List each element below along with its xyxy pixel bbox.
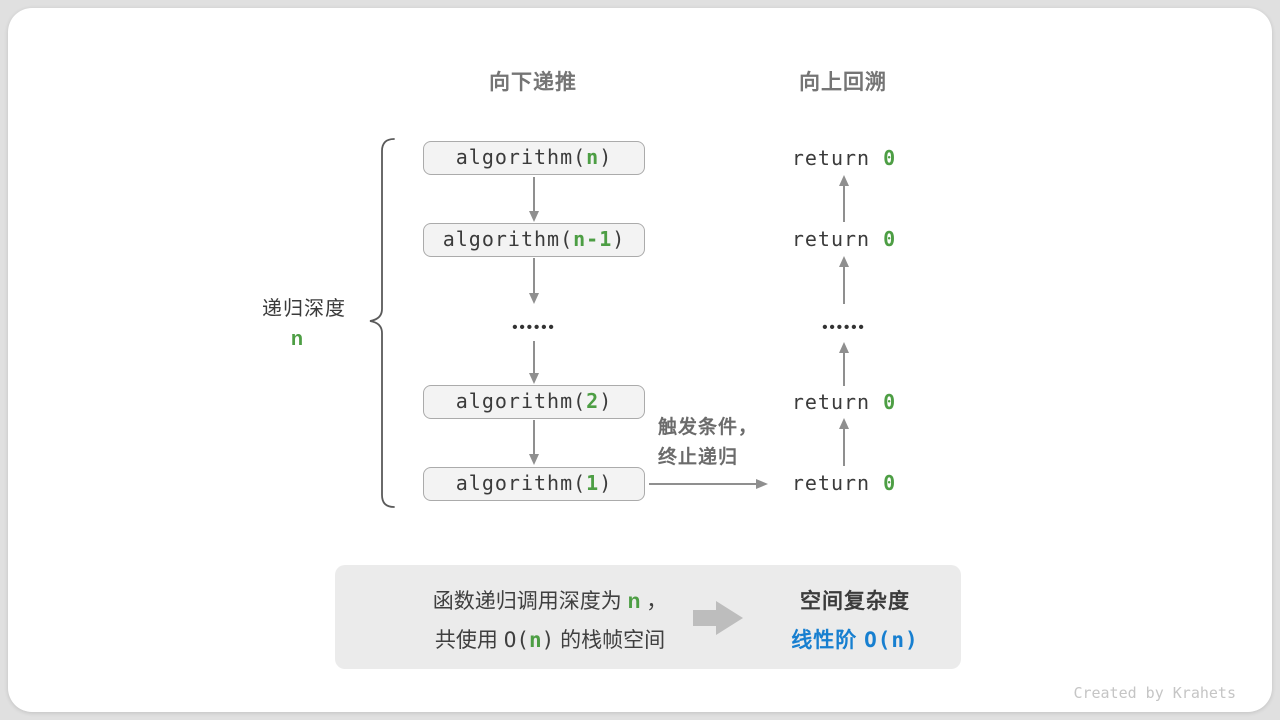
credit-text: Created by Krahets: [1073, 684, 1236, 702]
up-arrow-1: [838, 175, 850, 222]
space-complexity-value: 线性阶 O(n): [791, 628, 919, 652]
down-arrow-2: [528, 258, 540, 304]
implies-arrow-icon: [693, 601, 743, 635]
call-stack-ellipsis: ••••••: [512, 319, 556, 336]
recursion-depth-brace: [369, 138, 395, 508]
trigger-condition-line2: 终止递归: [658, 447, 739, 468]
return-row-2: return 0: [791, 227, 897, 251]
up-arrow-4: [838, 418, 850, 466]
header-recurse-down: 向下递推: [489, 71, 577, 94]
diagram-card: 向下递推 向上回溯 递归深度 n algorithm(n) algorithm(…: [8, 8, 1272, 712]
trigger-condition-line1: 触发条件，: [658, 417, 759, 438]
down-arrow-3: [528, 341, 540, 384]
call-box-algorithm-n-1: algorithm(n-1): [423, 223, 645, 257]
call-box-algorithm-2: algorithm(2): [423, 385, 645, 419]
return-row-3: return 0: [791, 390, 897, 414]
trigger-condition-label: 触发条件， 终止递归: [658, 413, 758, 473]
return-row-1: return 0: [791, 146, 897, 170]
summary-line-1: 函数递归调用深度为 n ，: [432, 590, 668, 613]
base-case-arrow: [649, 478, 768, 490]
return-ellipsis: ••••••: [822, 319, 866, 336]
return-row-4: return 0: [791, 471, 897, 495]
down-arrow-4: [528, 420, 540, 465]
summary-box: 函数递归调用深度为 n ， 共使用 O(n) 的栈帧空间 空间复杂度 线性阶 O…: [335, 565, 961, 669]
summary-line-2: 共使用 O(n) 的栈帧空间: [434, 628, 666, 652]
up-arrow-3: [838, 342, 850, 386]
call-box-algorithm-1: algorithm(1): [423, 467, 645, 501]
summary-right-text: 空间复杂度 线性阶 O(n): [765, 583, 945, 660]
header-backtrack-up: 向上回溯: [799, 71, 887, 94]
summary-left-text: 函数递归调用深度为 n ， 共使用 O(n) 的栈帧空间: [365, 583, 735, 660]
down-arrow-1: [528, 177, 540, 222]
up-arrow-2: [838, 256, 850, 304]
call-box-algorithm-n: algorithm(n): [423, 141, 645, 175]
space-complexity-title: 空间复杂度: [800, 590, 910, 613]
recursion-depth-value: n: [290, 328, 304, 350]
recursion-depth-label: 递归深度: [262, 298, 346, 320]
